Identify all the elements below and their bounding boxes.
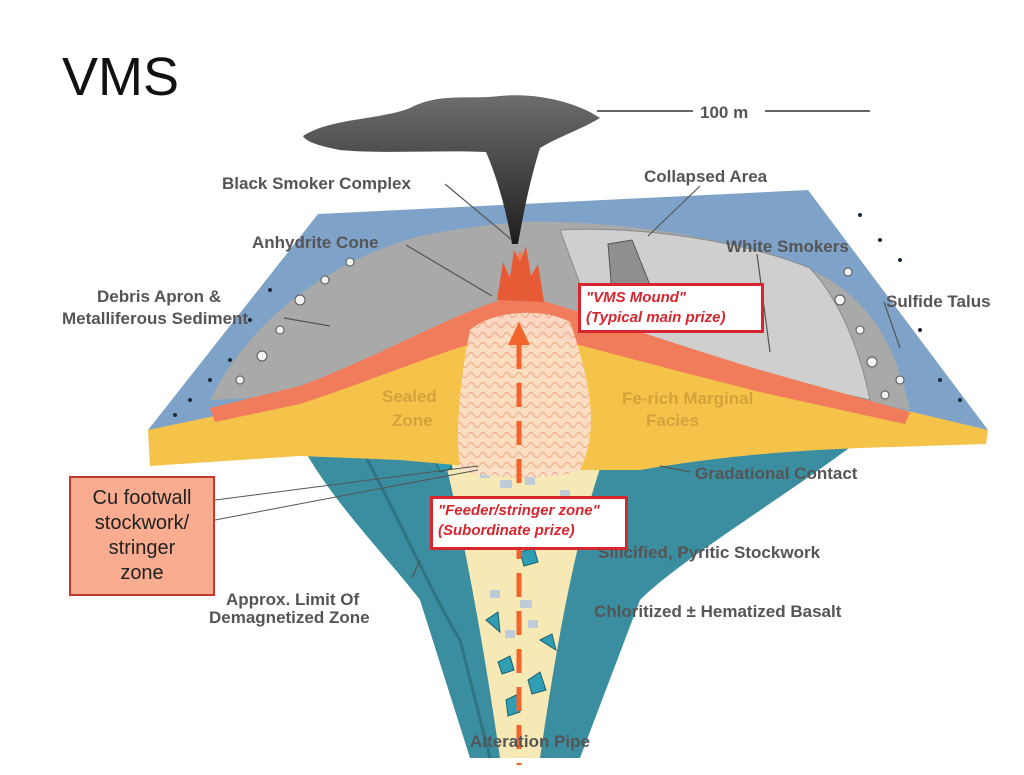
scale-label: 100 m — [700, 103, 748, 122]
seafloor-dots — [173, 213, 962, 417]
cu-box-line3: stringer — [108, 537, 176, 559]
cu-box-line1: Cu footwall — [92, 487, 192, 509]
vms-mound-callout-line2: (Typical main prize) — [586, 309, 726, 326]
diagram-title: VMS — [62, 47, 179, 107]
black-smoker-chimney — [497, 246, 544, 302]
label-chloritized: Chloritized ± Hematized Basalt — [594, 602, 842, 621]
label-sealed-zone-2: Zone — [392, 411, 433, 430]
vms-mound-core — [458, 312, 591, 478]
vms-mound-callout-line1: "VMS Mound" — [586, 289, 687, 306]
scale-bar: 100 m — [597, 103, 870, 122]
label-black-smoker: Black Smoker Complex — [222, 174, 412, 193]
label-debris-apron-2: Metalliferous Sediment — [62, 309, 248, 328]
cu-box-line2: stockwork/ — [94, 512, 190, 534]
cu-leader-lines — [214, 465, 479, 521]
label-marginal-facies-2: Facies — [646, 411, 699, 430]
label-white-smokers: White Smokers — [726, 237, 849, 256]
label-gradational-contact: Gradational Contact — [695, 464, 858, 483]
feeder-callout-line2: (Subordinate prize) — [438, 522, 575, 539]
label-sealed-zone-1: Sealed — [382, 387, 437, 406]
cu-footwall-box: Cu footwall stockwork/ stringer zone — [69, 476, 215, 596]
debris-clasts — [235, 257, 905, 400]
label-silicified: Silicified, Pyritic Stockwork — [598, 543, 821, 562]
cu-box-line4: zone — [120, 562, 164, 584]
feeder-callout-line1: "Feeder/stringer zone" — [438, 502, 600, 519]
label-anhydrite-cone: Anhydrite Cone — [252, 233, 379, 252]
vms-mound-callout: "VMS Mound" (Typical main prize) — [578, 283, 764, 333]
label-marginal-facies-1: Fe-rich Marginal — [622, 389, 753, 408]
demag-zone-edge — [358, 445, 492, 759]
label-demag-1: Approx. Limit Of — [226, 590, 360, 609]
upflow-arrow — [508, 322, 530, 765]
label-collapsed-area: Collapsed Area — [644, 167, 768, 186]
label-debris-apron-1: Debris Apron & — [97, 287, 221, 306]
label-demag-2: Demagnetized Zone — [209, 608, 370, 627]
label-sulfide-talus: Sulfide Talus — [886, 292, 991, 311]
smoke-plume — [303, 95, 600, 245]
feeder-zone-callout: "Feeder/stringer zone" (Subordinate priz… — [430, 496, 628, 550]
label-alteration-pipe: Alteration Pipe — [470, 732, 590, 751]
